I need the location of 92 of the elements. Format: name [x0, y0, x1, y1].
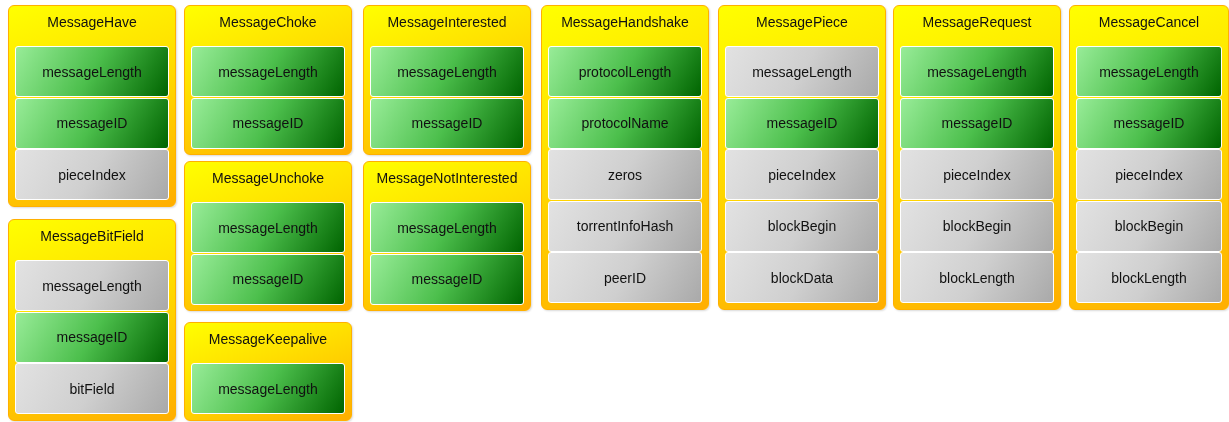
field-box: [15, 260, 169, 311]
field-label: pieceIndex: [768, 166, 836, 183]
field-label: messageLength: [42, 277, 142, 294]
message-panel: [184, 5, 352, 155]
field-label: blockBegin: [767, 218, 837, 234]
field-box: [725, 252, 879, 303]
field-box: [191, 253, 345, 305]
field-box: [548, 200, 702, 252]
field-label: messageID: [232, 115, 304, 131]
panel-title: MessageChoke: [218, 14, 318, 30]
field-label: peerID: [604, 269, 646, 286]
field-box: [548, 252, 702, 303]
field-label: messageID: [766, 115, 838, 131]
field-box: [15, 46, 169, 97]
field-box: [191, 97, 345, 149]
field-label: blockLength: [939, 269, 1015, 286]
field-box: [370, 46, 524, 97]
field-label: messageLength: [218, 380, 318, 397]
field-box: [15, 97, 169, 149]
field-box: [725, 97, 879, 149]
field-label: messageID: [411, 271, 483, 287]
field-label: messageLength: [752, 63, 852, 80]
message-panel: [8, 219, 176, 421]
field-label: messageID: [56, 115, 128, 131]
field-label: messageLength: [927, 63, 1027, 80]
field-label: bitField: [69, 380, 115, 397]
field-label: blockData: [770, 269, 834, 286]
message-panel: [8, 5, 176, 207]
field-label: protocolName: [581, 115, 669, 131]
field-box: [15, 311, 169, 363]
panel-title: MessagePiece: [755, 14, 849, 30]
panel-title: MessageBitField: [39, 228, 145, 244]
field-label: messageID: [56, 329, 128, 345]
field-box: [725, 46, 879, 97]
field-label: blockLength: [1111, 269, 1187, 286]
message-panel: [363, 5, 531, 155]
field-label: messageID: [941, 115, 1013, 131]
field-box: [1076, 149, 1222, 200]
message-panel: [184, 161, 352, 311]
field-box: [900, 200, 1054, 252]
field-label: messageLength: [42, 63, 142, 80]
message-panel: [893, 5, 1061, 310]
field-box: [548, 149, 702, 200]
message-panel: [541, 5, 709, 310]
field-label: messageLength: [397, 63, 497, 80]
field-label: zeros: [607, 166, 643, 183]
field-box: [548, 46, 702, 97]
panel-title: MessageRequest: [921, 14, 1033, 30]
field-box: [900, 252, 1054, 303]
panel-title: MessageCancel: [1097, 14, 1201, 30]
field-box: [900, 97, 1054, 149]
field-label: messageLength: [218, 63, 318, 80]
field-box: [15, 149, 169, 200]
message-panel: [718, 5, 886, 310]
field-box: [15, 363, 169, 414]
panel-title: MessageHave: [46, 14, 138, 30]
message-panel: [184, 322, 352, 421]
field-box: [1076, 46, 1222, 97]
field-box: [900, 46, 1054, 97]
panel-title: MessageInterested: [386, 14, 508, 30]
field-box: [900, 149, 1054, 200]
field-label: protocolLength: [578, 63, 672, 80]
field-label: messageLength: [218, 219, 318, 236]
field-label: pieceIndex: [58, 166, 126, 183]
field-box: [370, 202, 524, 253]
panel-title: MessageKeepalive: [207, 331, 329, 347]
field-label: torrentInfoHash: [576, 218, 674, 234]
field-box: [191, 202, 345, 253]
field-box: [1076, 97, 1222, 149]
field-label: pieceIndex: [1115, 166, 1183, 183]
field-box: [370, 97, 524, 149]
field-label: messageID: [232, 271, 304, 287]
field-box: [1076, 200, 1222, 252]
panel-title: MessageNotInterested: [375, 170, 519, 186]
message-panel: [1069, 5, 1229, 310]
field-label: blockBegin: [1114, 218, 1184, 234]
field-box: [725, 149, 879, 200]
field-box: [548, 97, 702, 149]
field-box: [1076, 252, 1222, 303]
field-label: blockBegin: [942, 218, 1012, 234]
field-label: messageID: [411, 115, 483, 131]
field-box: [725, 200, 879, 252]
field-box: [191, 363, 345, 414]
field-label: pieceIndex: [943, 166, 1011, 183]
panel-title: MessageUnchoke: [210, 170, 326, 186]
panel-title: MessageHandshake: [560, 14, 690, 30]
field-label: messageLength: [397, 219, 497, 236]
field-label: messageID: [1113, 115, 1185, 131]
field-box: [370, 253, 524, 305]
field-label: messageLength: [1099, 63, 1199, 80]
field-box: [191, 46, 345, 97]
message-panel: [363, 161, 531, 311]
